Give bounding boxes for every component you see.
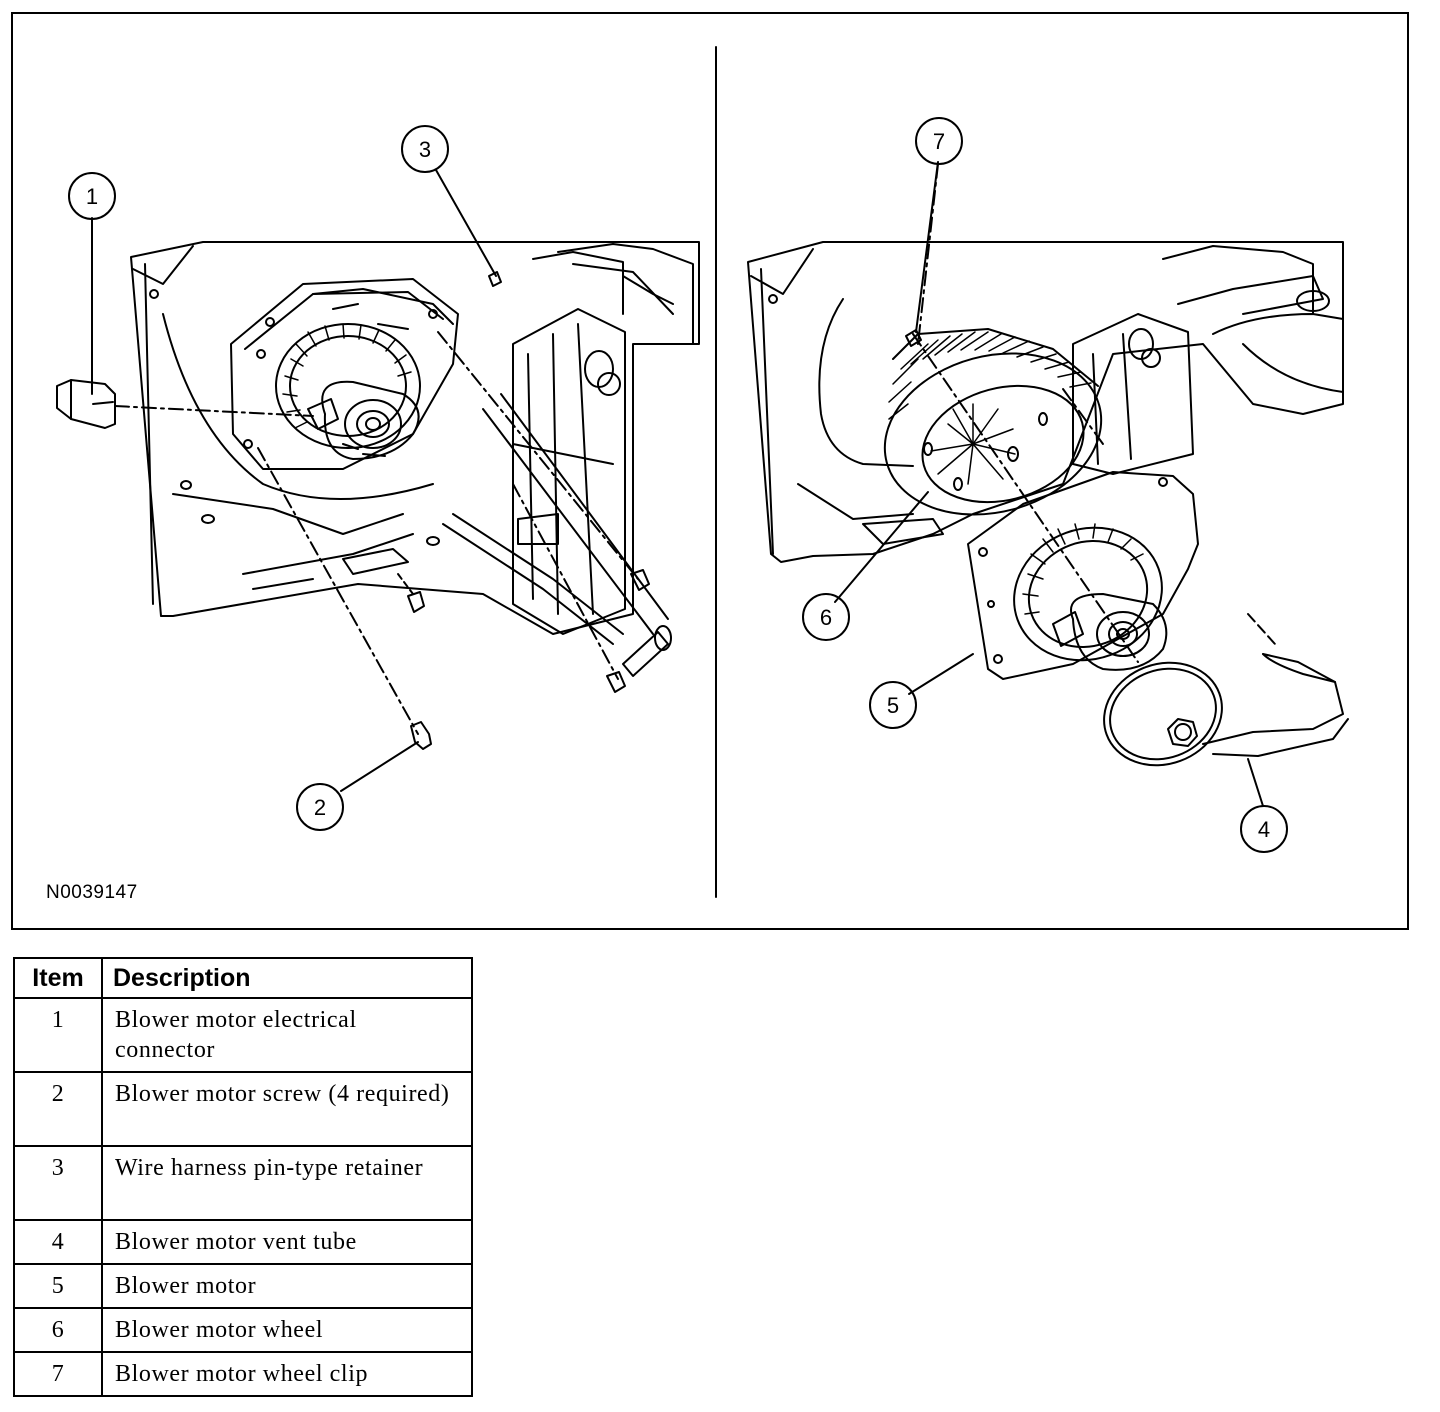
- left-callout-circles: [68, 125, 449, 831]
- parts-legend-table: Item Description 1 Blower motor electric…: [13, 957, 473, 1397]
- legend-row: 6 Blower motor wheel: [13, 1307, 473, 1353]
- callout-7: 7: [933, 129, 945, 154]
- legend-row: 1 Blower motor electrical connector: [13, 997, 473, 1073]
- legend-row: 4 Blower motor vent tube: [13, 1219, 473, 1265]
- legend-row: 7 Blower motor wheel clip: [13, 1351, 473, 1397]
- figure-reference-id: N0039147: [46, 882, 138, 903]
- legend-item-number: 5: [13, 1263, 103, 1309]
- callout-5: 5: [887, 693, 899, 718]
- electrical-connector-part: [56, 379, 116, 429]
- legend-item-description: Wire harness pin-type retainer: [101, 1145, 473, 1221]
- vent-tube-part: [1103, 653, 1349, 767]
- screw-parts: [407, 271, 650, 750]
- left-panel-housing: [56, 169, 700, 792]
- legend-item-description: Blower motor screw (4 required): [101, 1071, 473, 1147]
- legend-row: 2 Blower motor screw (4 required): [13, 1071, 473, 1147]
- legend-header-row: Item Description: [13, 957, 473, 999]
- right-callout-circles: [802, 117, 1288, 853]
- callout-6: 6: [820, 605, 832, 630]
- legend-row: 3 Wire harness pin-type retainer: [13, 1145, 473, 1221]
- blower-wheel-part: [883, 328, 1103, 516]
- legend-item-description: Blower motor: [101, 1263, 473, 1309]
- right-panel-housing: [747, 161, 1349, 807]
- legend-item-number: 2: [13, 1071, 103, 1147]
- legend-item-number: 4: [13, 1219, 103, 1265]
- legend-item-number: 6: [13, 1307, 103, 1353]
- legend-item-number: 1: [13, 997, 103, 1073]
- legend-item-number: 3: [13, 1145, 103, 1221]
- legend-item-description: Blower motor vent tube: [101, 1219, 473, 1265]
- callout-1: 1: [86, 184, 98, 209]
- legend-item-description: Blower motor electrical connector: [101, 997, 473, 1073]
- item-column-header: Item: [13, 957, 103, 999]
- legend-item-description: Blower motor wheel clip: [101, 1351, 473, 1397]
- callout-2: 2: [314, 795, 326, 820]
- blower-motor-illustration: 1 2 3 4 5 6 7: [56, 46, 1349, 898]
- legend-item-description: Blower motor wheel: [101, 1307, 473, 1353]
- blower-motor-part: [967, 471, 1199, 680]
- wheel-clip-part: [905, 329, 922, 347]
- callout-4: 4: [1258, 817, 1270, 842]
- legend-row: 5 Blower motor: [13, 1263, 473, 1309]
- exploded-view-figure: 1 2 3 4 5 6 7 N0039147: [11, 12, 1409, 930]
- description-column-header: Description: [101, 957, 473, 999]
- callout-3: 3: [419, 137, 431, 162]
- legend-item-number: 7: [13, 1351, 103, 1397]
